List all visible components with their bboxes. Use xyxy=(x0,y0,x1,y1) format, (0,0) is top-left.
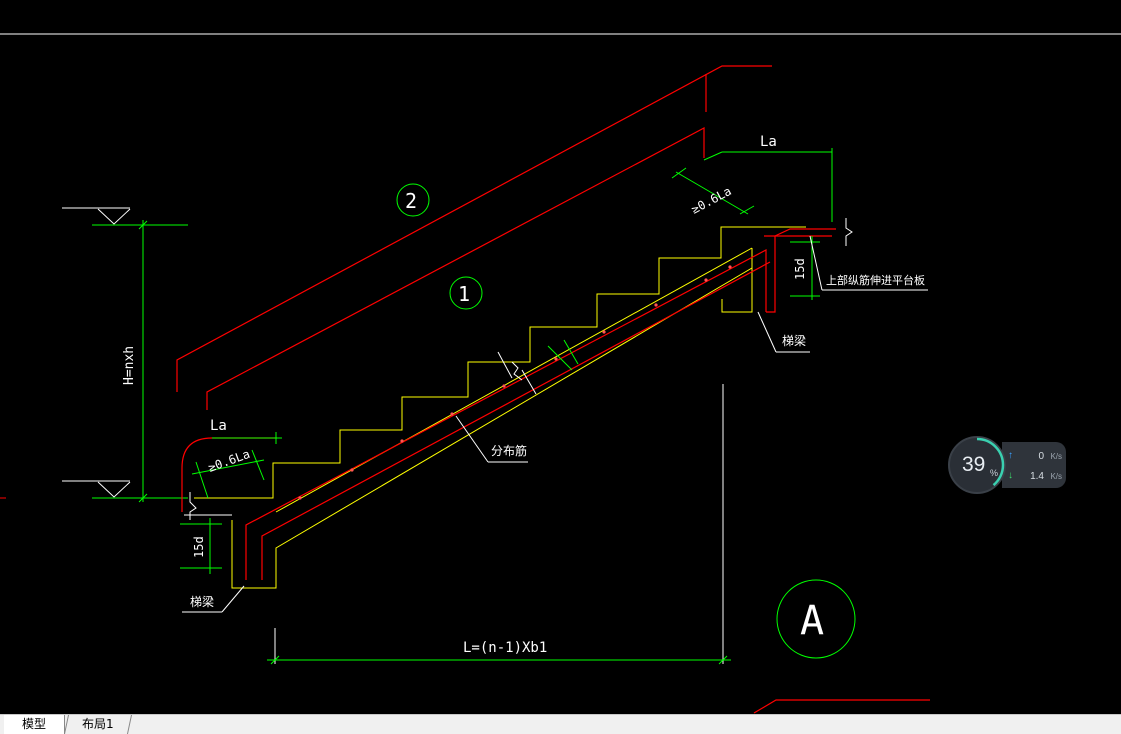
rebar-section-dots xyxy=(298,265,732,500)
break-mark-middle xyxy=(497,351,537,395)
length-dimension xyxy=(267,384,731,665)
upper-rebar-note: 上部纵筋伸进平台板 xyxy=(826,273,925,287)
download-row: ↓ 1.4 K/s xyxy=(1008,470,1062,486)
tab-model-label: 模型 xyxy=(21,717,46,731)
anchor-left-label: ≥0.6La xyxy=(206,447,252,475)
anchor-top-label: ≥0.6La xyxy=(689,184,734,217)
la-left-label: La xyxy=(210,418,227,434)
break-mark-right xyxy=(845,218,853,246)
la-top-label: La xyxy=(760,134,777,150)
upload-unit: K/s xyxy=(1050,452,1062,461)
length-dim-label: L=(n-1)Xb1 xyxy=(463,640,547,656)
anchor-dimension-top xyxy=(671,167,755,215)
network-speed-widget[interactable]: ↑ 0 K/s ↓ 1.4 K/s 39 % xyxy=(948,436,1066,494)
level-marker-bottom xyxy=(62,480,188,499)
rebar-2-line xyxy=(176,65,772,392)
speed-panel: ↑ 0 K/s ↓ 1.4 K/s xyxy=(1002,442,1066,488)
hook-dim-left xyxy=(180,518,222,574)
rebar-1-number: 1 xyxy=(458,282,470,306)
spacing-dim-middle xyxy=(547,339,579,371)
download-arrow-icon: ↓ xyxy=(1008,470,1013,481)
anchor-dimension-left xyxy=(191,449,265,499)
rebar-1-line xyxy=(206,127,705,410)
usage-percent: 39 xyxy=(962,453,986,476)
tab-model[interactable]: 模型 xyxy=(4,715,65,734)
beam-right-leader xyxy=(757,311,810,353)
beam-left-label: 梯梁 xyxy=(190,594,214,609)
tab-layout1[interactable]: 布局1 xyxy=(63,715,133,734)
break-mark-left xyxy=(189,492,197,520)
section-a-label: A xyxy=(800,598,824,644)
hook-right-label: 15d xyxy=(793,258,807,280)
level-marker-top xyxy=(62,207,188,226)
stair-step-outline xyxy=(194,226,806,589)
layout-tab-bar: 模型 布局1 xyxy=(0,714,1121,734)
beam-right-label: 梯梁 xyxy=(782,333,806,348)
la-dimension-top xyxy=(703,148,833,222)
upload-arrow-icon: ↑ xyxy=(1008,450,1013,461)
rebar-1-bubble xyxy=(449,276,483,310)
usage-arc xyxy=(949,437,1005,493)
cad-drawing-canvas[interactable]: H=nxh xyxy=(0,0,1121,714)
upper-rebar-leader xyxy=(809,235,928,291)
upload-row: ↑ 0 K/s xyxy=(1008,450,1062,466)
height-dim-label: H=nxh xyxy=(122,346,137,385)
distribution-rebar-label: 分布筋 xyxy=(491,443,527,458)
download-unit: K/s xyxy=(1050,472,1062,481)
height-dimension xyxy=(138,220,148,503)
stair-section-drawing: H=nxh xyxy=(0,33,1121,714)
bottom-rebar-left xyxy=(181,249,771,580)
distribution-rebar-leader xyxy=(455,415,528,463)
download-value: 1.4 xyxy=(1030,471,1044,482)
hook-left-label: 15d xyxy=(192,536,206,558)
section-a-bubble xyxy=(776,579,856,659)
cpu-usage-ring: 39 % xyxy=(948,436,1006,494)
tab-layout1-label: 布局1 xyxy=(82,717,114,731)
beam-left-leader xyxy=(182,585,245,613)
upload-value: 0 xyxy=(1038,451,1044,462)
rebar-2-bubble xyxy=(396,183,430,217)
rebar-2-number: 2 xyxy=(405,189,417,213)
la-dimension-left xyxy=(212,432,282,444)
landing-rebar-top xyxy=(764,228,836,313)
usage-percent-sign: % xyxy=(990,468,999,478)
lower-rebar-fragment xyxy=(753,699,930,714)
